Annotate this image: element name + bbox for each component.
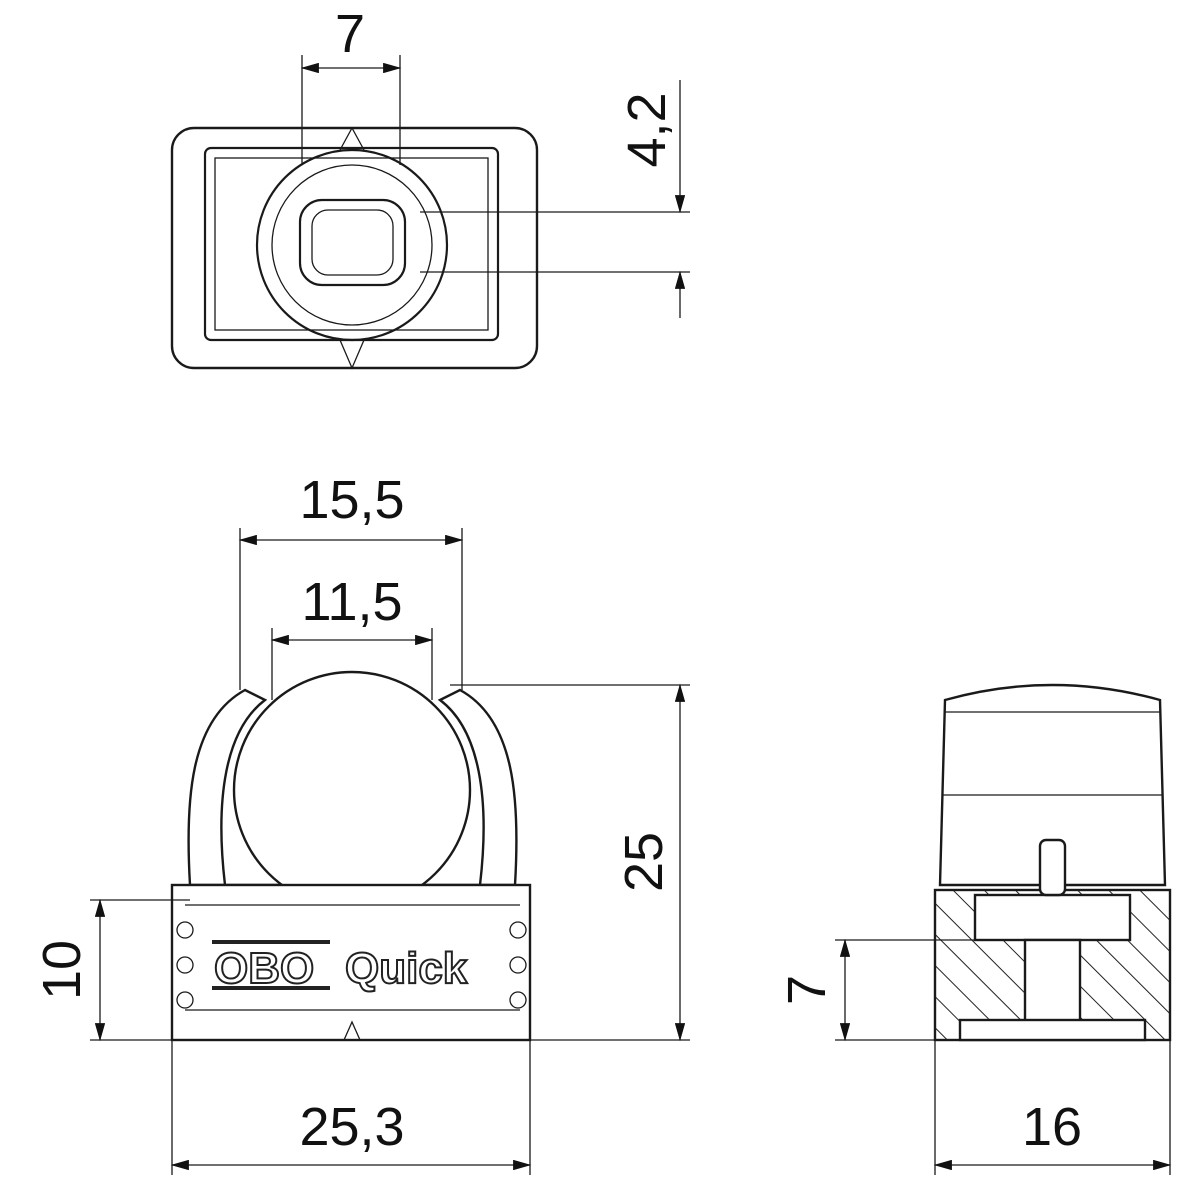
logo-brand: OBO	[214, 944, 314, 993]
dim-base-height: 10	[32, 940, 92, 1000]
side-notches	[176, 921, 527, 1009]
dim-base-width: 25,3	[299, 1097, 404, 1157]
obo-quick-logo: OBO Quick	[212, 940, 469, 994]
dim-height: 25	[614, 832, 674, 892]
dim-top-slot: 4,2	[617, 92, 677, 167]
front-view: OBO Quick 15,5 11,5 25 10 25,3	[32, 470, 690, 1175]
logo-product: Quick	[345, 944, 468, 993]
top-view: 7 4,2	[170, 4, 690, 370]
dim-outer-opening: 15,5	[299, 470, 404, 530]
dim-top-width: 7	[335, 4, 365, 64]
dim-inner-opening: 11,5	[301, 572, 402, 632]
side-view: 7 16	[777, 683, 1172, 1175]
dim-side-width: 16	[1022, 1097, 1082, 1157]
dim-side-base-height: 7	[777, 975, 837, 1005]
